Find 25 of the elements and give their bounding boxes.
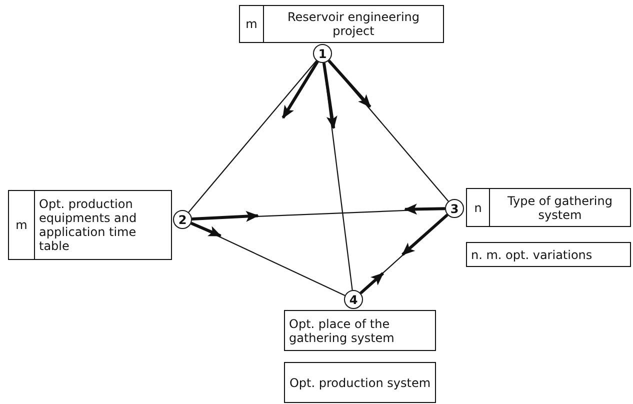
arrow [322,62,338,130]
arrow [192,210,259,222]
box-text: Type of gathering system [506,192,614,224]
index-letter: m [240,6,264,42]
label-box [239,5,444,43]
label-box: Opt. production system [284,362,436,403]
arrow [282,60,319,119]
node-number-circle: 4 [344,290,363,309]
arrow [328,60,372,108]
arrow [404,204,446,215]
arrow [402,214,448,256]
node-number-circle: 2 [173,210,192,229]
label-box [8,190,172,260]
node-number-circle: 1 [313,44,332,63]
label-box: n. m. opt. variations [466,242,631,267]
node-number-circle: 3 [445,199,464,218]
index-letter: n [467,189,490,226]
box-text: Reservoir engineering project [286,9,421,40]
label-box: Opt. place of the gathering system [284,310,436,351]
arrow [360,272,384,294]
box-text: Opt. production equipments and application time table [38,196,138,255]
arrow [190,222,222,238]
connector-line [188,60,317,213]
label-box [466,188,631,227]
index-letter: m [9,191,35,259]
